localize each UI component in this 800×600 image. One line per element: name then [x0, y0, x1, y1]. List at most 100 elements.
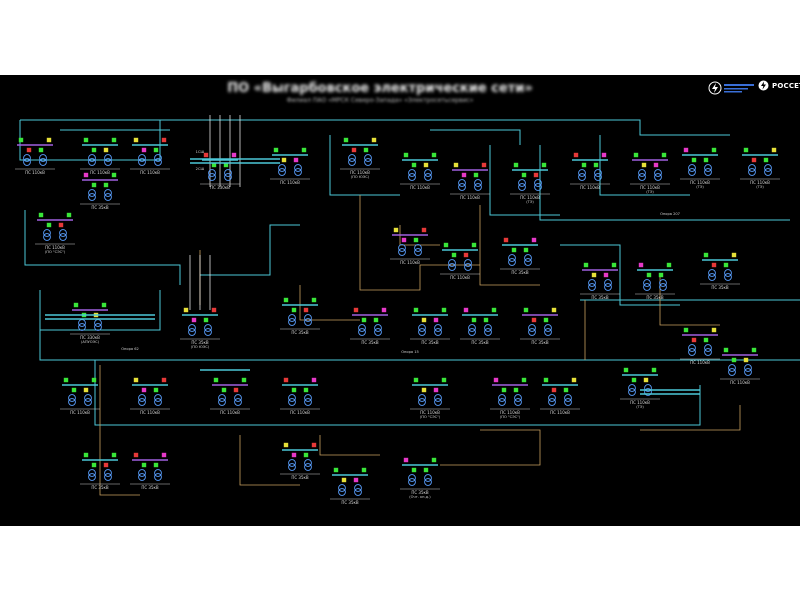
breaker-icon	[91, 147, 97, 153]
substation-label: ПС 110кВ	[630, 400, 650, 405]
electric-emblem-icon	[708, 81, 722, 95]
breaker-icon	[743, 357, 749, 363]
breaker-icon	[343, 137, 349, 143]
breaker-icon	[623, 367, 629, 373]
substation-label: ПС 110кВ	[280, 180, 300, 185]
breaker-icon	[711, 327, 717, 333]
line-110kv	[24, 210, 181, 285]
breaker-icon	[723, 262, 729, 268]
transformer-icon	[688, 348, 696, 356]
breaker-icon	[711, 262, 717, 268]
substation-label: ПС 110кВ	[500, 410, 520, 415]
breaker-icon	[111, 172, 117, 178]
line-35kv	[99, 365, 140, 496]
transformer-icon	[604, 283, 612, 291]
substation-label: ПС 110кВ	[410, 185, 430, 190]
breaker-icon	[403, 457, 409, 463]
transformer-icon	[208, 169, 216, 177]
breaker-icon	[491, 307, 497, 313]
transformer-icon	[688, 168, 696, 176]
breaker-icon	[543, 317, 549, 323]
breaker-icon	[551, 307, 557, 313]
transformer-icon	[644, 384, 652, 392]
transformer-icon	[138, 473, 146, 481]
transformer-icon	[188, 328, 196, 336]
breaker-icon	[641, 162, 647, 168]
transformer-icon	[643, 283, 651, 291]
breaker-icon	[658, 272, 664, 278]
transformer-icon	[234, 394, 242, 402]
line-110kv	[599, 135, 690, 196]
transformer-icon	[424, 474, 432, 482]
breaker-icon	[333, 467, 339, 473]
breaker-icon	[301, 147, 307, 153]
breaker-icon	[533, 172, 539, 178]
transformer-icon	[724, 273, 732, 281]
breaker-icon	[421, 317, 427, 323]
transformer-icon	[104, 154, 112, 162]
breaker-icon	[183, 307, 189, 313]
substation-label: ПС 110кВ	[220, 410, 240, 415]
breaker-icon	[481, 162, 487, 168]
transformer-icon	[524, 254, 532, 262]
breaker-icon	[38, 212, 44, 218]
transformer-icon	[138, 158, 146, 166]
line-35kv	[479, 205, 540, 286]
transformer-icon	[43, 229, 51, 237]
breaker-icon	[751, 347, 757, 353]
substation-label: ПС 35кВ	[361, 340, 379, 345]
bus-label: 1СШ	[196, 150, 205, 154]
breaker-icon	[513, 387, 519, 393]
breaker-icon	[283, 377, 289, 383]
breaker-icon	[361, 317, 367, 323]
transformer-icon	[424, 173, 432, 181]
substation-label: ПС 35кВ	[711, 285, 729, 290]
breaker-icon	[711, 147, 717, 153]
transformer-icon	[544, 328, 552, 336]
substation-label: ПС 110кВ	[140, 170, 160, 175]
breaker-icon	[341, 477, 347, 483]
breaker-icon	[291, 387, 297, 393]
substation-label: ПС 110кВ	[400, 260, 420, 265]
breaker-icon	[161, 137, 167, 143]
breaker-icon	[643, 377, 649, 383]
substation-label: ПС 110кВ	[420, 410, 440, 415]
transformer-icon	[424, 169, 432, 177]
breaker-icon	[523, 307, 529, 313]
transformer-icon	[588, 283, 596, 291]
breaker-icon	[283, 297, 289, 303]
transformer-icon	[88, 469, 96, 477]
breaker-icon	[103, 147, 109, 153]
breaker-icon	[473, 172, 479, 178]
transformer-icon	[418, 328, 426, 336]
substation-label: ПС 35кВ	[421, 340, 439, 345]
transformer-icon	[548, 398, 556, 406]
transformer-icon	[434, 324, 442, 332]
breaker-icon	[441, 307, 447, 313]
transformer-icon	[484, 324, 492, 332]
breaker-icon	[303, 387, 309, 393]
substation-label: ПС 110кВ	[290, 410, 310, 415]
line-110kv	[539, 145, 790, 221]
transformer-icon	[43, 233, 51, 241]
breaker-icon	[666, 262, 672, 268]
breaker-icon	[611, 262, 617, 268]
substation-sublabel: (Очт. кн.д.)	[409, 495, 431, 499]
transformer-icon	[338, 488, 346, 496]
breaker-icon	[571, 377, 577, 383]
breaker-icon	[311, 297, 317, 303]
transformer-icon	[154, 469, 162, 477]
breaker-icon	[731, 252, 737, 258]
transformer-icon	[59, 233, 67, 241]
transformer-icon	[288, 398, 296, 406]
breaker-icon	[483, 317, 489, 323]
breaker-icon	[46, 137, 52, 143]
line-110kv	[430, 129, 521, 145]
breaker-icon	[191, 317, 197, 323]
transformer-icon	[154, 154, 162, 162]
breaker-icon	[723, 347, 729, 353]
breaker-icon	[281, 157, 287, 163]
breaker-icon	[503, 237, 509, 243]
breaker-icon	[521, 172, 527, 178]
breaker-icon	[161, 452, 167, 458]
